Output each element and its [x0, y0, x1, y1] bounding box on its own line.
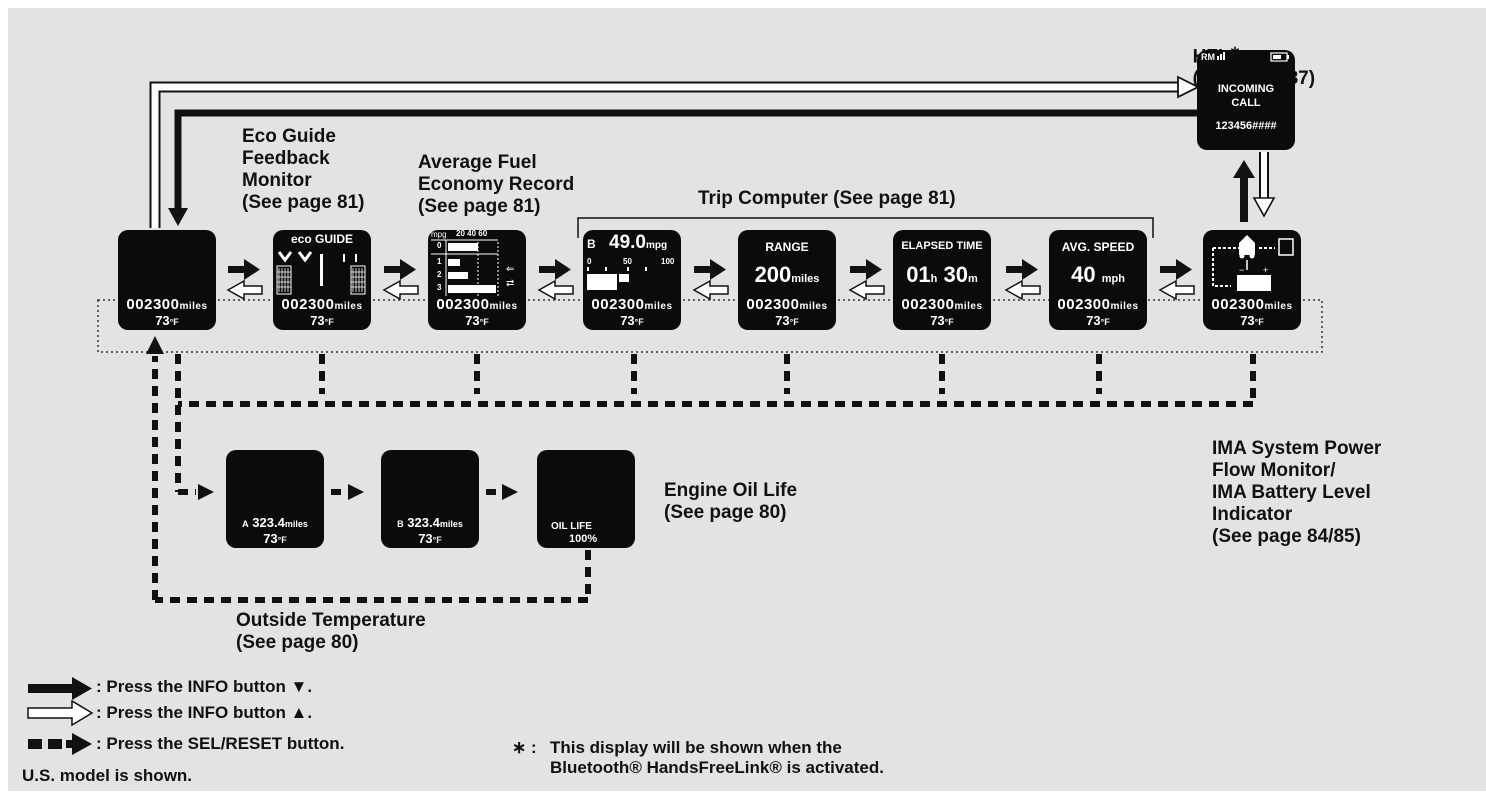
inst-trip-label: B — [587, 237, 596, 251]
temperature-readout: 73°F — [1086, 313, 1110, 328]
odometer-readout: 002300miles — [436, 296, 518, 313]
engine-oil-label: Engine Oil Life (See page 80) — [664, 480, 798, 523]
eco-guide-title: eco GUIDE — [290, 232, 353, 246]
display-row-outline — [97, 299, 1323, 353]
screen-instant-mpg: B 49.0mpg 0 50 100 002300miles 73°F — [583, 230, 681, 330]
svg-text:⇄: ⇄ — [506, 278, 514, 289]
odometer-readout: 002300miles — [901, 296, 983, 313]
odometer-readout: 002300miles — [1211, 296, 1293, 313]
ima-label: IMA System Power Flow Monitor/ IMA Batte… — [1212, 438, 1382, 547]
elapsed-title: ELAPSED TIME — [901, 240, 983, 252]
hfl-incoming: INCOMING — [1217, 83, 1275, 95]
temperature-readout: 73°F — [930, 313, 954, 328]
avg-row-1: 1 — [437, 257, 442, 266]
odometer-readout: 002300miles — [746, 296, 828, 313]
odometer-readout: 002300miles — [591, 296, 673, 313]
temperature-readout: 73°F — [775, 313, 799, 328]
odometer-readout: 002300miles — [1057, 296, 1139, 313]
inst-scale-50: 50 — [623, 257, 632, 266]
temperature-readout: 73°F — [155, 313, 179, 328]
screen-oil-life: OIL LIFE 100% — [537, 450, 635, 548]
avg-scale: 20 40 60 — [456, 230, 488, 238]
odometer-readout: 002300miles — [126, 296, 208, 313]
trip-b-value: B 323.4miles — [397, 515, 463, 530]
trip-computer-label: Trip Computer (See page 81) — [698, 188, 956, 209]
temperature-readout: 73°F — [310, 313, 334, 328]
trip-a-value: A 323.4miles — [242, 515, 308, 530]
hfl-white-arrowhead — [1177, 75, 1201, 99]
trip-computer-bracket — [577, 217, 1154, 238]
temperature-readout: 73°F — [465, 313, 489, 328]
temperature-readout: 73°F — [620, 313, 644, 328]
range-value: 200miles — [754, 262, 820, 287]
inst-mpg-value: 49.0mpg — [609, 232, 668, 253]
footnote-marker: ∗ : — [512, 738, 537, 757]
avgspeed-title: AVG. SPEED — [1061, 240, 1135, 254]
legend-info-down: : Press the INFO button ▼. — [96, 677, 313, 696]
signal-battery-icon — [1217, 52, 1289, 62]
oil-life-value: 100% — [569, 533, 598, 545]
avg-mpg-label: mpg — [431, 230, 447, 239]
oil-life-title: OIL LIFE — [551, 521, 592, 532]
screen-odometer: 002300miles 73°F — [118, 230, 216, 330]
hfl-status-label: RM — [1201, 52, 1215, 62]
outside-temp-label: Outside Temperature (See page 80) — [236, 610, 426, 653]
inst-scale-100: 100 — [661, 257, 675, 266]
sel-reset-paths — [152, 354, 1256, 603]
avg-bars: ⇐ ⇄ — [431, 239, 514, 296]
info-up-arrows — [226, 279, 1195, 301]
screen-hfl: RM INCOMING CALL 123456#### — [1197, 50, 1295, 150]
screen-trip-a: A 323.4miles 73°F — [226, 450, 324, 548]
screen-avg-fuel-record: mpg 20 40 60 0 1 2 3 ⇐ ⇄ 002300miles 73°… — [428, 230, 526, 330]
svg-text:+: + — [1263, 265, 1268, 275]
avgspeed-value: 40 mph — [1071, 262, 1125, 287]
info-down-arrows — [228, 259, 1192, 280]
legend-info-up: : Press the INFO button ▲. — [96, 703, 313, 722]
screen-avg-speed: AVG. SPEED 40 mph 002300miles 73°F — [1049, 230, 1147, 330]
screen-elapsed-time: ELAPSED TIME 01h 30m 002300miles 73°F — [893, 230, 991, 330]
footnote-line-2: Bluetooth® HandsFreeLink® is activated. — [550, 758, 884, 777]
avg-row-3: 3 — [437, 283, 442, 292]
screen-eco-guide: eco GUIDE 002300miles 73°F — [273, 230, 371, 330]
legend-sel-reset: : Press the SEL/RESET button. — [96, 734, 345, 753]
svg-text:−: − — [1239, 265, 1244, 275]
inst-mpg-bar — [587, 267, 647, 290]
temperature-readout: 73°F — [263, 531, 287, 546]
ima-flow-graphic: − + — [1212, 235, 1294, 291]
inst-scale-0: 0 — [587, 257, 592, 266]
avg-row-0: 0 — [437, 241, 442, 250]
temperature-readout: 73°F — [418, 531, 442, 546]
screen-ima-power-flow: − + 002300miles 73°F — [1203, 230, 1301, 330]
legend-glyphs — [27, 677, 94, 755]
hfl-call: CALL — [1231, 97, 1261, 109]
avg-row-2: 2 — [437, 270, 442, 279]
avg-fuel-label: Average Fuel Economy Record (See page 81… — [418, 152, 575, 217]
eco-guide-graphic — [276, 251, 366, 295]
temperature-readout: 73°F — [1240, 313, 1264, 328]
footnote-line-1: This display will be shown when the — [550, 738, 842, 757]
svg-text:⇐: ⇐ — [506, 264, 514, 275]
hfl-number: 123456#### — [1215, 120, 1277, 132]
screen-trip-b: B 323.4miles 73°F — [381, 450, 479, 548]
range-title: RANGE — [765, 240, 809, 254]
model-note: U.S. model is shown. — [22, 766, 193, 785]
screen-range: RANGE 200miles 002300miles 73°F — [738, 230, 836, 330]
path-from-hfl-black — [174, 109, 1197, 210]
elapsed-value: 01h 30m — [906, 262, 978, 287]
eco-guide-label: Eco Guide Feedback Monitor (See page 81) — [242, 126, 365, 213]
odometer-readout: 002300miles — [281, 296, 363, 313]
